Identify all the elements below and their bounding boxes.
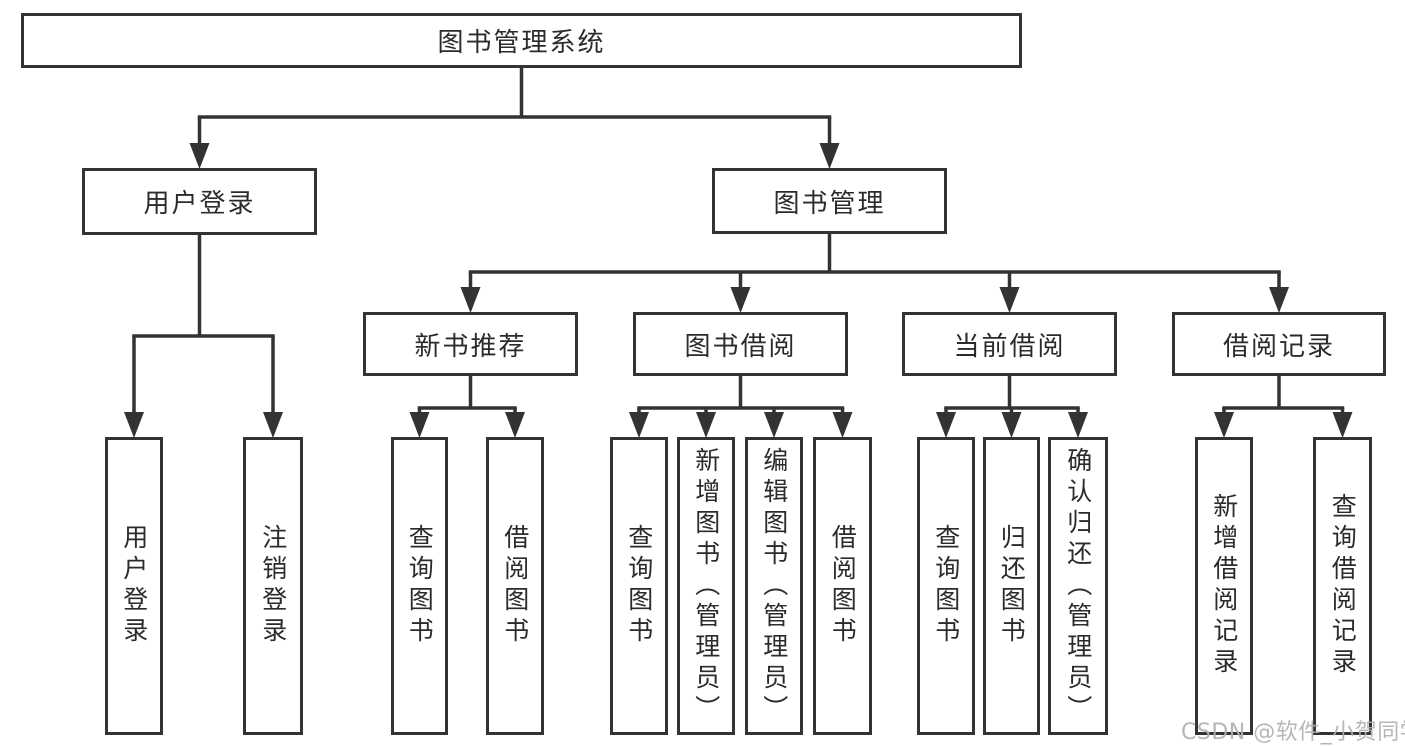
arrowhead-icon bbox=[819, 143, 840, 169]
node-leaf-cb-return-books: 归还图书 bbox=[983, 437, 1040, 735]
node-label: 用户登录 bbox=[143, 189, 256, 219]
arrowhead-icon bbox=[764, 412, 784, 438]
arrowhead-icon bbox=[1068, 412, 1088, 438]
node-label: 图书借阅 bbox=[684, 331, 797, 362]
arrowhead-icon bbox=[409, 412, 430, 438]
arrowhead-icon bbox=[505, 412, 525, 438]
node-label: 用户登录 bbox=[119, 524, 149, 648]
node-label: 新增图书（管理员） bbox=[691, 446, 721, 726]
arrowhead-icon bbox=[1214, 412, 1234, 438]
node-label: 借阅图书 bbox=[500, 524, 530, 648]
node-leaf-br-query-record: 查询借阅记录 bbox=[1313, 437, 1372, 735]
arrowhead-icon bbox=[936, 412, 956, 438]
node-label: 借阅图书 bbox=[828, 524, 858, 648]
arrowhead-icon bbox=[1001, 412, 1022, 438]
arrowhead-icon bbox=[1332, 412, 1353, 438]
node-label: 编辑图书（管理员） bbox=[759, 446, 789, 726]
arrowhead-icon bbox=[189, 143, 210, 169]
node-book-management: 图书管理 bbox=[712, 168, 947, 234]
node-label: 确认归还（管理员） bbox=[1063, 446, 1093, 726]
node-label: 图书管理系统 bbox=[437, 28, 606, 58]
node-leaf-br-add-record: 新增借阅记录 bbox=[1195, 437, 1253, 735]
node-book-borrowing: 图书借阅 bbox=[633, 312, 848, 376]
node-leaf-cb-query-books: 查询图书 bbox=[917, 437, 975, 735]
node-label: 当前借阅 bbox=[953, 331, 1066, 362]
node-borrowing-records: 借阅记录 bbox=[1172, 312, 1386, 376]
arrowhead-icon bbox=[460, 287, 481, 313]
arrowhead-icon bbox=[730, 287, 751, 313]
node-label: 查询借阅记录 bbox=[1328, 493, 1358, 679]
node-leaf-user-login: 用户登录 bbox=[105, 437, 163, 735]
node-label: 新增借阅记录 bbox=[1209, 493, 1239, 679]
node-leaf-nb-borrow-books: 借阅图书 bbox=[486, 437, 544, 735]
node-label: 查询图书 bbox=[931, 524, 961, 648]
arrowhead-icon bbox=[999, 287, 1020, 313]
node-leaf-logout: 注销登录 bbox=[243, 437, 303, 735]
node-label: 归还图书 bbox=[997, 524, 1027, 648]
node-label: 新书推荐 bbox=[414, 331, 527, 362]
node-label: 查询图书 bbox=[405, 524, 435, 648]
watermark-text: CSDN @软件_小贺同学 bbox=[1181, 720, 1405, 745]
node-current-borrowing: 当前借阅 bbox=[902, 312, 1117, 376]
node-label: 借阅记录 bbox=[1222, 331, 1335, 362]
node-label: 查询图书 bbox=[624, 524, 654, 648]
node-user-login: 用户登录 bbox=[82, 168, 317, 235]
arrowhead-icon bbox=[124, 412, 144, 438]
node-leaf-bb-add-books: 新增图书（管理员） bbox=[677, 437, 735, 735]
node-root: 图书管理系统 bbox=[21, 13, 1022, 68]
node-leaf-bb-edit-books: 编辑图书（管理员） bbox=[745, 437, 803, 735]
node-leaf-cb-confirm-return: 确认归还（管理员） bbox=[1048, 437, 1108, 735]
arrowhead-icon bbox=[263, 412, 283, 438]
node-leaf-bb-query-books: 查询图书 bbox=[610, 437, 668, 735]
arrowhead-icon bbox=[832, 412, 853, 438]
node-new-book-recommend: 新书推荐 bbox=[363, 312, 578, 376]
node-leaf-bb-borrow-books: 借阅图书 bbox=[813, 437, 872, 735]
node-label: 图书管理 bbox=[773, 188, 886, 219]
arrowhead-icon bbox=[696, 412, 716, 438]
arrowhead-icon bbox=[1269, 287, 1289, 313]
node-leaf-nb-query-books: 查询图书 bbox=[391, 437, 448, 735]
arrowhead-icon bbox=[629, 412, 649, 438]
node-label: 注销登录 bbox=[258, 524, 288, 648]
